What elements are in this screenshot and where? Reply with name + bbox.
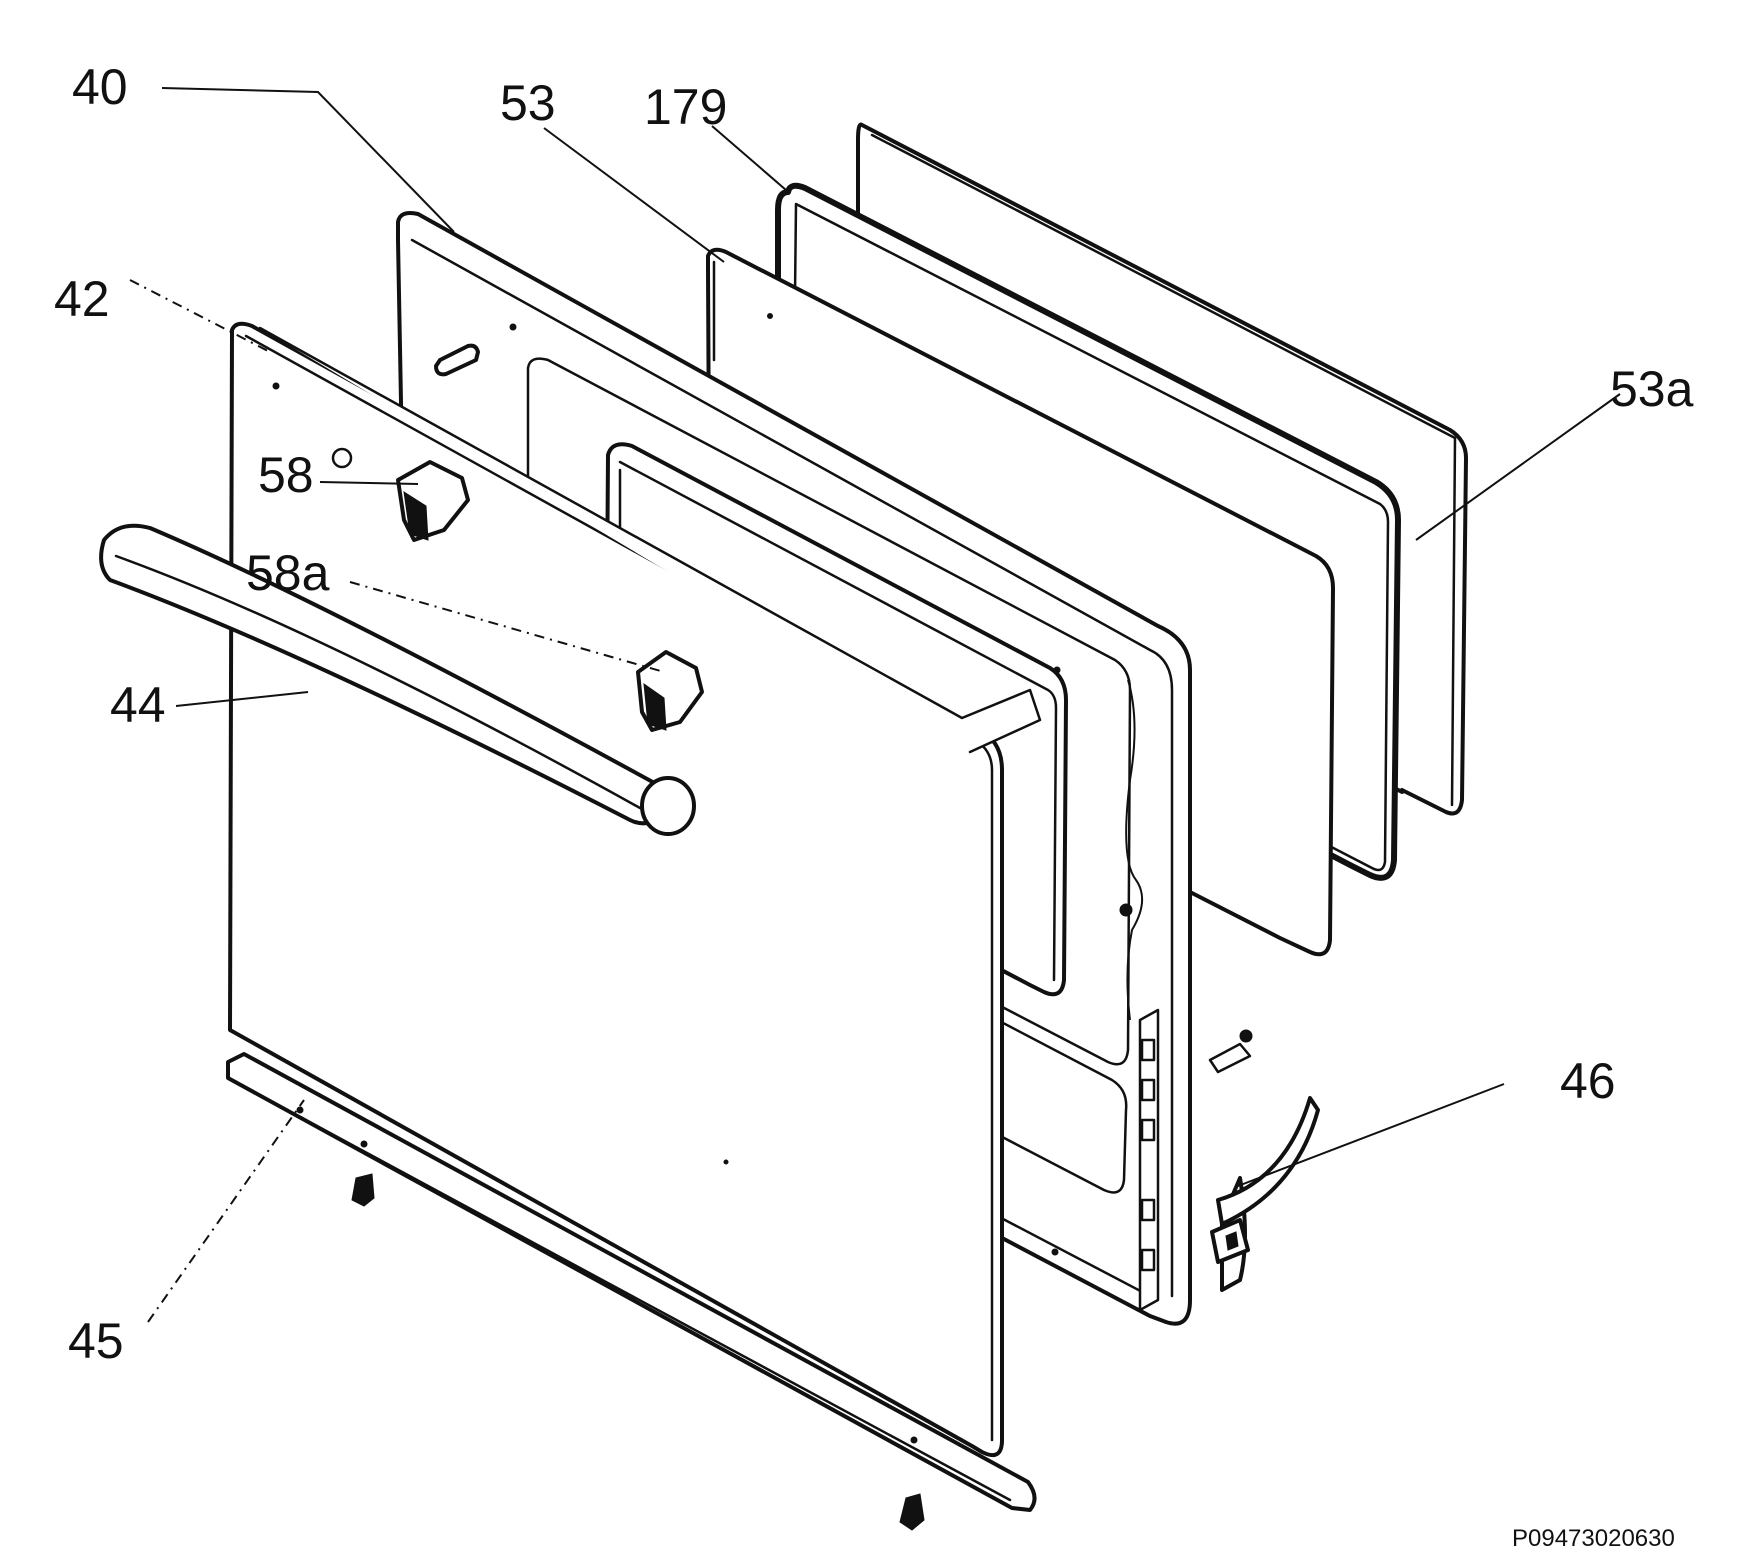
- callout-53a: 53a: [1610, 361, 1694, 417]
- callout-45: 45: [68, 1313, 124, 1369]
- leader-179: [711, 125, 787, 191]
- callout-46: 46: [1560, 1053, 1616, 1109]
- part-46-hinge: [1210, 1096, 1320, 1292]
- callout-44: 44: [110, 677, 166, 733]
- part-44-handle: [99, 523, 696, 836]
- callout-53: 53: [500, 75, 556, 131]
- callout-179: 179: [644, 79, 727, 135]
- part-45-bottom-trim: [226, 1052, 1037, 1531]
- callout-40: 40: [72, 59, 128, 115]
- leader-46: [1237, 1083, 1505, 1187]
- leader-58a: [349, 581, 665, 673]
- drawing-code: P09473020630: [1512, 1525, 1675, 1552]
- leader-42: [129, 279, 271, 353]
- callout-labels: 40 53 179 42 53a 58 58a 44 46 45: [54, 59, 1694, 1369]
- callout-42: 42: [54, 271, 110, 327]
- leader-lines: [129, 87, 1621, 1323]
- callout-58a: 58a: [246, 545, 330, 601]
- leader-44: [175, 691, 309, 707]
- part-58-upper-bracket: [331, 447, 470, 542]
- leader-58: [319, 481, 419, 485]
- leader-53a: [1415, 393, 1621, 541]
- part-42-front-glass: [228, 321, 1042, 1457]
- callout-58: 58: [258, 447, 314, 503]
- part-58a-lower-bracket: [636, 650, 704, 732]
- leader-53: [543, 127, 725, 263]
- leader-40: [161, 87, 455, 233]
- leader-45: [147, 1099, 305, 1323]
